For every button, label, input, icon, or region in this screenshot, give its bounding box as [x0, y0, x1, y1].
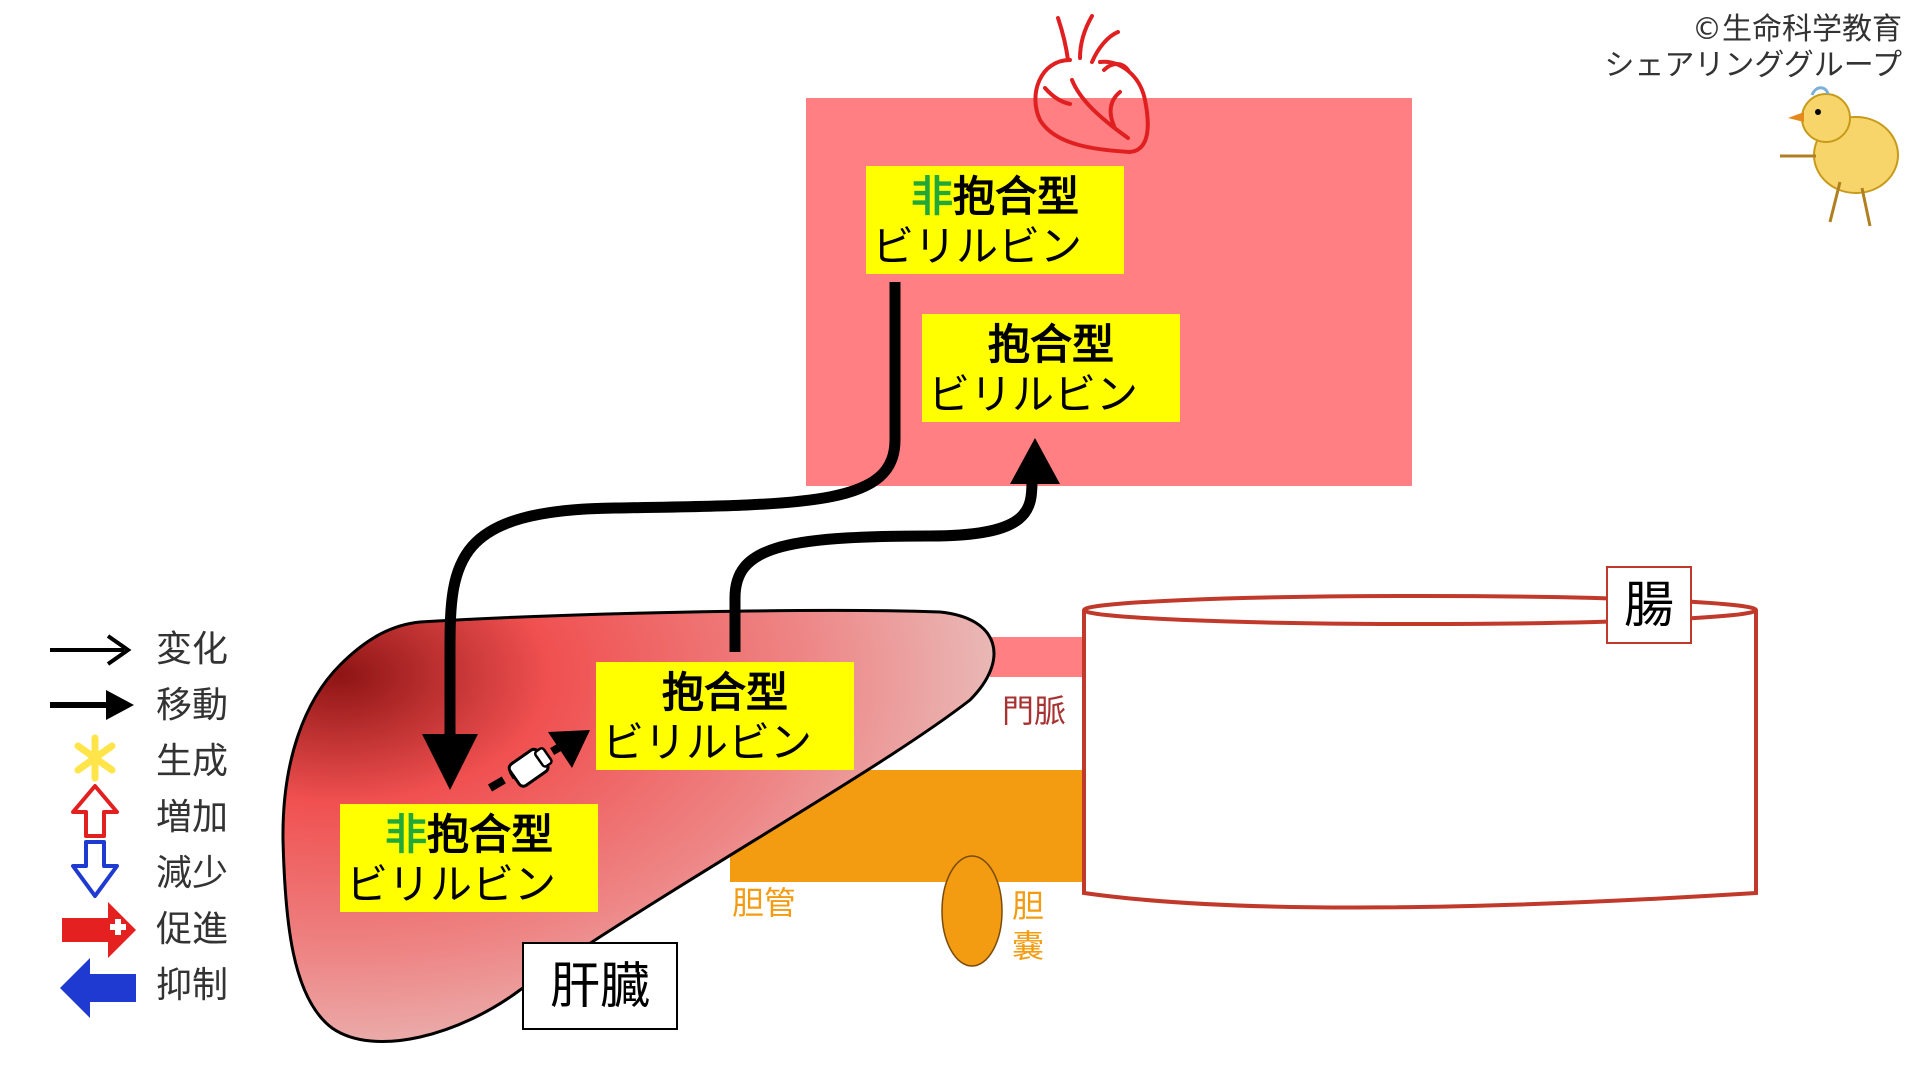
- down-arrow-icon: [71, 840, 119, 898]
- up-arrow-icon: [71, 784, 119, 838]
- intestine-label: 腸: [1606, 566, 1692, 644]
- non-prefix: 非: [384, 810, 427, 859]
- label-main: 抱合型: [953, 172, 1080, 221]
- legend-label-inhibit: 抑制: [156, 965, 229, 1006]
- blood-conjugated-bilirubin: 抱合型 ビリルビン: [922, 314, 1180, 422]
- conversion-arrow: [487, 730, 590, 792]
- thin-arrow-icon: [50, 634, 132, 666]
- liver-conjugated-bilirubin: 抱合型 ビリルビン: [596, 662, 854, 770]
- label-main: 抱合型: [987, 320, 1114, 369]
- non-prefix: 非: [910, 172, 953, 221]
- legend-label-move: 移動: [156, 685, 229, 726]
- label-main: 抱合型: [427, 810, 554, 859]
- legend-label-change: 変化: [156, 629, 229, 670]
- portal-vein-label: 門脈: [1002, 692, 1067, 730]
- label-line2: ビリルビン: [602, 718, 813, 768]
- bile-duct-label: 胆管: [732, 884, 797, 922]
- blood-unconjugated-bilirubin: 非抱合型 ビリルビン: [866, 166, 1124, 274]
- intestine: [1082, 594, 1758, 910]
- thick-arrow-icon: [50, 690, 134, 720]
- gallbladder-label-bottom: 嚢: [1012, 927, 1045, 965]
- portal-vein: [990, 637, 1090, 677]
- gallbladder-label: 胆 嚢: [1012, 886, 1044, 966]
- label-line2: ビリルビン: [872, 222, 1083, 272]
- inhibit-arrow-icon: [60, 958, 136, 1018]
- liver-unconjugated-bilirubin: 非抱合型 ビリルビン: [340, 804, 598, 912]
- arrow-blood-to-liver-head: [422, 734, 478, 790]
- asterisk-icon: [74, 734, 116, 782]
- legend-icons: [50, 634, 136, 1018]
- heart-icon: [1033, 14, 1150, 154]
- label-line2: ビリルビン: [346, 860, 557, 910]
- legend-label-generate: 生成: [156, 741, 229, 782]
- liver-label: 肝臓: [522, 942, 678, 1030]
- credit-line2: シェアリンググループ: [1604, 48, 1902, 83]
- credit-line1: ©生命科学教育: [1692, 12, 1902, 47]
- credit: ©生命科学教育 シェアリンググループ: [1604, 12, 1902, 84]
- arrow-liver-to-blood: [729, 478, 1038, 652]
- chick-mascot-icon: [1780, 86, 1899, 227]
- arrow-liver-to-blood-head: [1010, 438, 1060, 484]
- label-main: 抱合型: [661, 668, 788, 717]
- enzyme-tube-icon: [507, 747, 553, 788]
- promote-arrow-icon: [62, 902, 136, 958]
- arrow-blood-to-liver: [444, 282, 901, 740]
- legend-label-promote: 促進: [156, 909, 229, 950]
- legend-label-decrease: 減少: [156, 853, 229, 894]
- gallbladder: [941, 855, 1003, 967]
- label-line2: ビリルビン: [928, 370, 1139, 420]
- legend-label-increase: 増加: [156, 797, 229, 838]
- gallbladder-label-top: 胆: [1012, 887, 1045, 925]
